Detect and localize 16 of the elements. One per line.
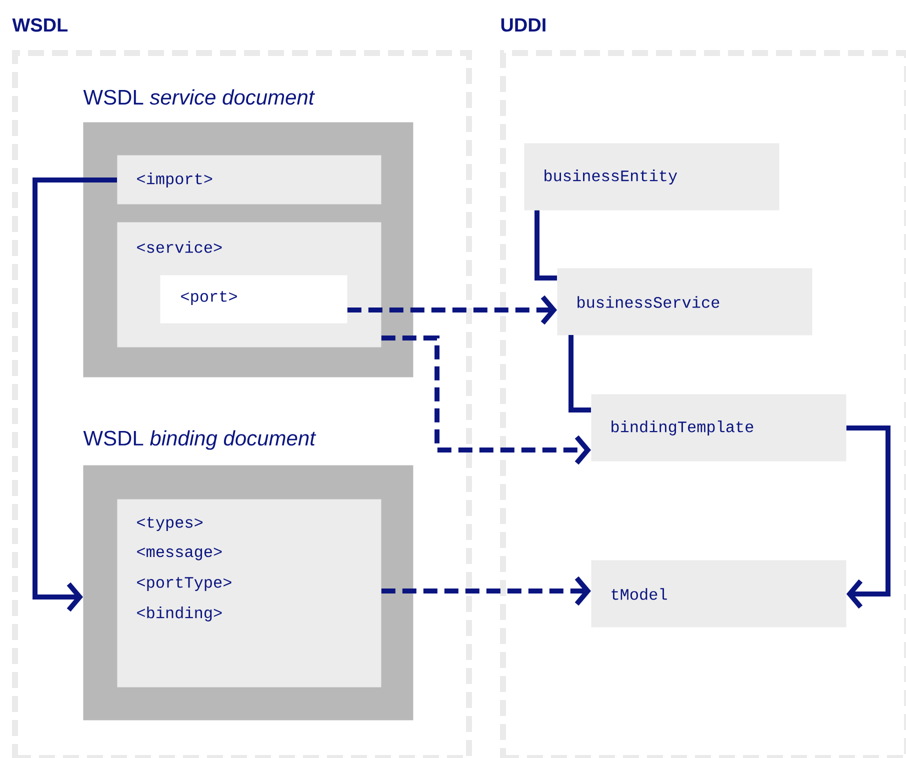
entity-box: businessEntity: [524, 143, 780, 210]
connector-arrow: [381, 336, 591, 465]
node-label: WSDL: [12, 18, 68, 32]
connector-arrow: [32, 178, 117, 612]
connector-arrow: [381, 576, 591, 606]
element-box: <import>: [117, 155, 382, 204]
node-label: WSDL service document: [83, 89, 315, 105]
element-box: <types> <message> <portType> <binding>: [117, 499, 382, 688]
element-box: <port>: [160, 275, 348, 324]
connector-arrow: [347, 295, 557, 325]
entity-box: bindingTemplate: [591, 394, 846, 462]
entity-box: businessService: [557, 268, 812, 336]
entity-box: tModel: [591, 560, 846, 628]
connector-arrow: [846, 426, 890, 609]
node-label: UDDI: [501, 18, 546, 32]
node-label: WSDL binding document: [83, 430, 316, 450]
